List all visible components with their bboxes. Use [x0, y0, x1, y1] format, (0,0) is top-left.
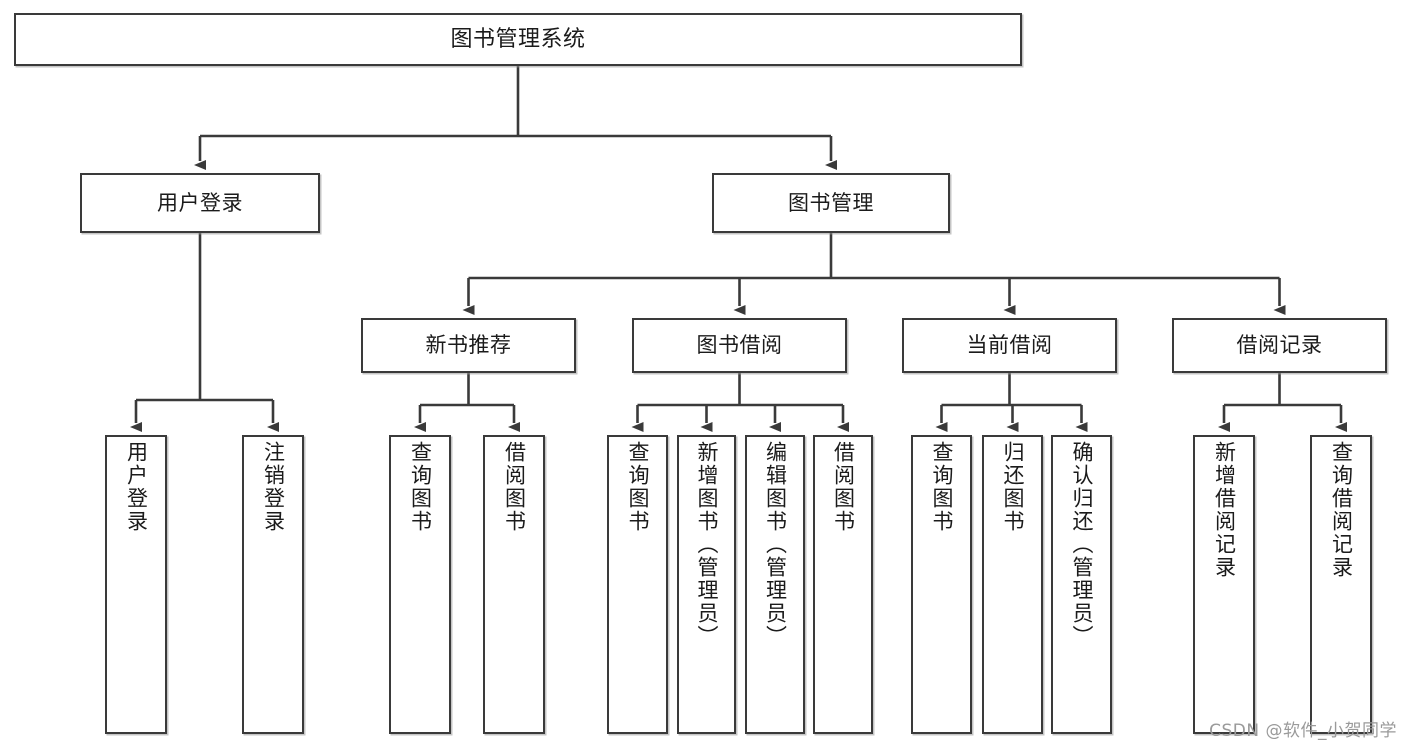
- node-label: 借阅图书: [831, 441, 856, 533]
- node-label: 注销登录: [261, 441, 286, 533]
- node-leaf-query-book-2[interactable]: 查询图书: [607, 435, 668, 734]
- node-user-login[interactable]: 用户登录: [80, 173, 320, 233]
- node-book-manage[interactable]: 图书管理: [712, 173, 950, 233]
- node-label: 新书推荐: [425, 333, 512, 358]
- node-label: 新增借阅记录: [1212, 441, 1237, 579]
- node-label: 查询图书: [930, 441, 955, 533]
- node-label: 图书管理: [788, 190, 874, 215]
- node-leaf-user-login[interactable]: 用户登录: [105, 435, 167, 734]
- node-label: 归还图书: [1001, 441, 1026, 533]
- node-label: 借阅记录: [1236, 333, 1323, 358]
- node-leaf-confirm-return[interactable]: 确认归还（管理员）: [1051, 435, 1112, 734]
- node-borrow-record[interactable]: 借阅记录: [1172, 318, 1387, 373]
- node-label: 借阅图书: [502, 441, 527, 533]
- node-label: 查询借阅记录: [1329, 441, 1354, 579]
- node-label: 编辑图书（管理员）: [763, 441, 788, 648]
- node-label: 用户登录: [157, 190, 243, 215]
- node-label: 确认归还（管理员）: [1070, 441, 1095, 648]
- node-leaf-logout[interactable]: 注销登录: [242, 435, 304, 734]
- node-label: 查询图书: [408, 441, 433, 533]
- node-label: 新增图书（管理员）: [695, 441, 720, 648]
- node-leaf-add-record[interactable]: 新增借阅记录: [1193, 435, 1255, 734]
- node-leaf-edit-book[interactable]: 编辑图书（管理员）: [745, 435, 805, 734]
- node-label: 图书借阅: [696, 333, 783, 358]
- node-leaf-add-book[interactable]: 新增图书（管理员）: [677, 435, 736, 734]
- node-label: 查询图书: [626, 441, 651, 533]
- node-label: 图书管理系统: [450, 26, 586, 52]
- node-new-book-rec[interactable]: 新书推荐: [361, 318, 576, 373]
- node-leaf-query-record[interactable]: 查询借阅记录: [1310, 435, 1372, 734]
- node-leaf-query-book-3[interactable]: 查询图书: [911, 435, 972, 734]
- node-current-borrow[interactable]: 当前借阅: [902, 318, 1117, 373]
- node-leaf-borrow-book-2[interactable]: 借阅图书: [813, 435, 873, 734]
- node-book-borrow[interactable]: 图书借阅: [632, 318, 847, 373]
- watermark-text: CSDN @软件_小贺同学: [1209, 721, 1397, 741]
- node-leaf-query-book-1[interactable]: 查询图书: [389, 435, 451, 734]
- node-root[interactable]: 图书管理系统: [14, 13, 1022, 66]
- node-leaf-return-book[interactable]: 归还图书: [982, 435, 1043, 734]
- node-label: 用户登录: [124, 441, 149, 533]
- node-label: 当前借阅: [966, 333, 1053, 358]
- node-leaf-borrow-book-1[interactable]: 借阅图书: [483, 435, 545, 734]
